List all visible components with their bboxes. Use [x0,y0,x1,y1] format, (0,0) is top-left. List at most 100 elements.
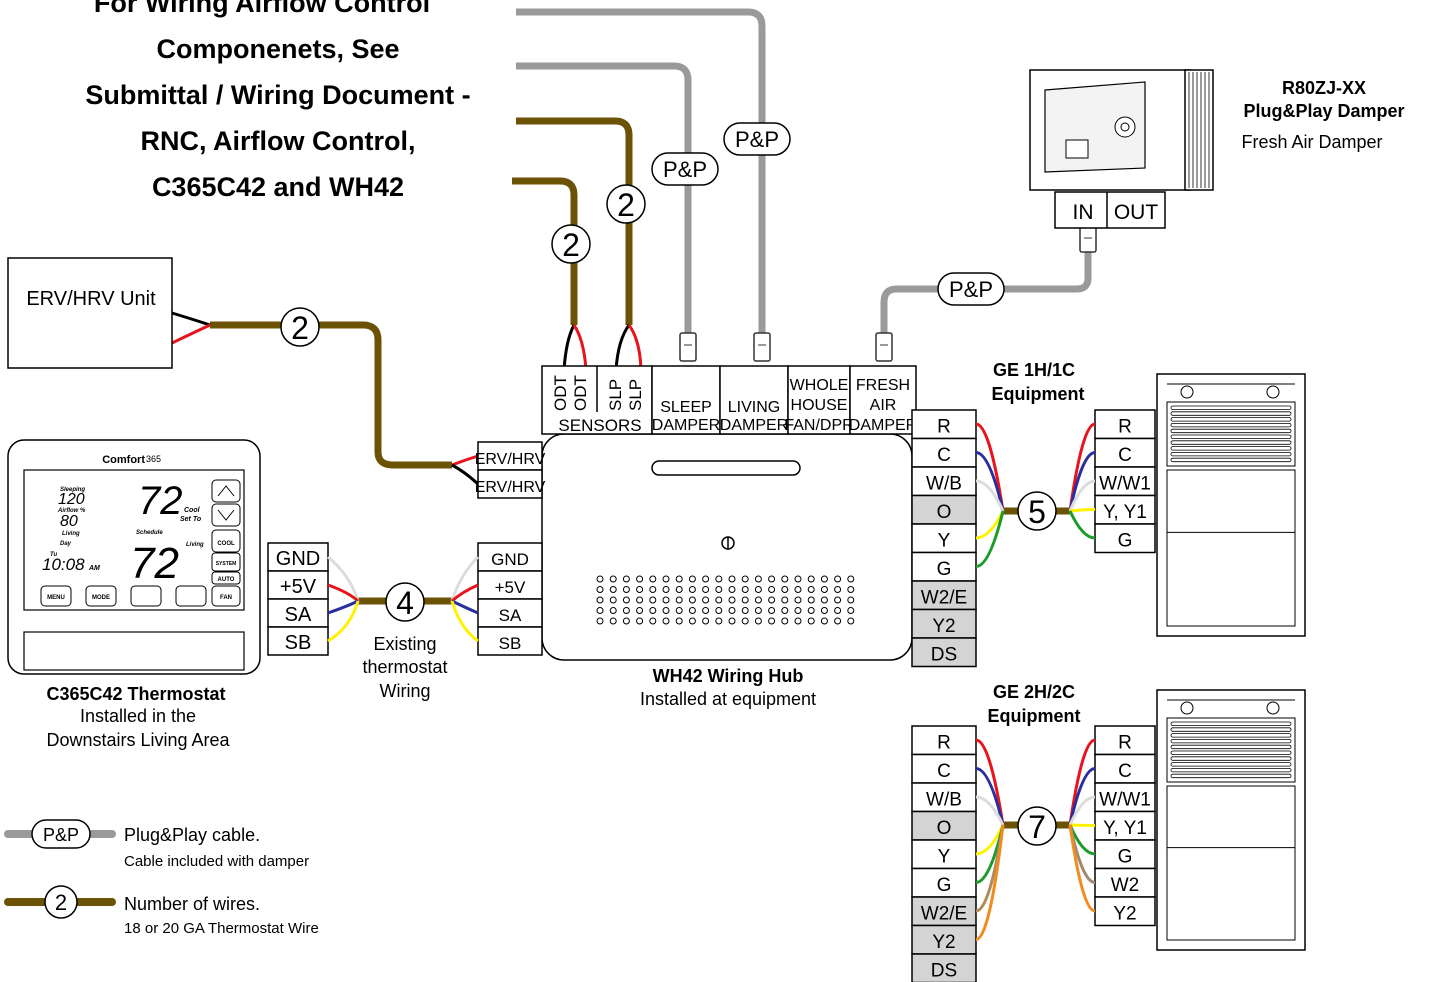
tstat-up-button[interactable] [211,479,241,503]
slp-label-1: SLP [606,379,625,411]
ge1-terminal-label: Y, Y1 [1103,502,1147,523]
vent-hole [675,607,683,614]
thermostat: Comfort 365 Sleeping 120 Airflow % 80 Li… [7,439,261,675]
tstat-time: 10:08 [42,555,85,574]
tstat-sa-terminal: SA [285,604,312,626]
tstat-ampm: AM [88,565,100,572]
tstat-mode-button[interactable] [85,585,117,607]
vent-hole [596,586,604,593]
ge2-hub-terminal-box [911,953,977,982]
vent-hole [847,575,855,583]
ge2-terminal-label: C [1118,761,1132,782]
vent-hole [741,596,749,604]
ge1-terminal-label: W/W1 [1099,474,1151,495]
vent-hole [609,617,617,625]
vent-hole [820,575,828,583]
erv-unit-label: ERV/HRV Unit [26,288,156,310]
fresh-air-damper: IN OUT [1029,69,1214,229]
svg-text:AUTO: AUTO [218,577,235,583]
ge1-terminal-box [1094,494,1156,525]
chevron-up-icon [217,485,235,497]
vent-hole [649,586,657,593]
sensors-label: SENSORS [558,416,641,435]
vent-hole [649,575,657,583]
hub-title: WH42 Wiring Hub [653,666,804,686]
vent-hole [622,575,630,583]
tstat-down-button[interactable] [211,503,241,527]
ge2-hub-terminal-label: R [937,733,951,754]
ge2-terminal-box [1094,725,1156,756]
vent-hole [636,617,644,625]
tstat-cool-button[interactable] [211,529,241,553]
hub-equip-terminal-label: O [937,502,952,523]
ge1-title-2: Equipment [992,384,1085,404]
tstat-system-button[interactable] [211,552,241,572]
ge2-hub-terminal-label: W2/E [921,904,967,925]
vent-hole [781,586,789,593]
tstat-airflow-label: Airflow % [57,508,86,514]
hub-equip-terminal-box [911,523,977,554]
ge1-terminal-label: C [1118,445,1132,466]
note-line-1: For Wiring Airflow Control [94,0,430,18]
hub-erv-terminal-2: ERV/HRV [475,479,546,496]
slp-wire-count-badge: 2 [606,184,646,224]
ge2-hub-terminal-label: DS [931,961,957,982]
hub-equip-terminal-label: Y [938,531,951,552]
odt-label-2: ODT [571,375,590,411]
vent-hole [662,586,670,593]
ge1-terminal-box [1094,409,1156,440]
vent-hole [662,575,670,583]
vent-hole [847,596,855,604]
hub-sa-terminal: SA [499,606,522,625]
hub-equip-terminal-label: W2/E [921,588,967,609]
legend-wire-badge: 2 [55,890,67,915]
vent-hole [728,575,736,583]
tstat-auto-button[interactable] [211,571,241,585]
vent-hole [820,607,828,614]
chevron-down-icon [217,509,235,521]
vent-hole [715,617,723,625]
tstat-day-label: Day [60,541,72,547]
existing-label-3: Wiring [379,681,430,701]
vent-hole [728,596,736,604]
vent-hole [675,575,683,583]
ge1-terminal-box [1094,523,1156,554]
vent-hole [715,586,723,593]
hub-equip-terminal-box [911,637,977,668]
fresh-pp-badge: P&P [937,272,1005,306]
vent-hole [662,617,670,625]
erv-unit-box [7,257,173,369]
vent-hole [741,575,749,583]
vent-hole [768,607,776,614]
vent-hole [702,607,710,614]
ge2-terminal-box [1094,839,1156,870]
ge2-hub-terminal-label: Y2 [932,932,955,953]
legend-wire-sub: 18 or 20 GA Thermostat Wire [124,920,319,937]
legend-pp-text: Plug&Play cable. [124,825,260,845]
tstat-menu-button[interactable] [40,585,72,607]
legend-pp-sub: Cable included with damper [124,853,309,870]
vent-hole [741,617,749,625]
damper-in-label: IN [1073,201,1094,224]
slp-label-2: SLP [626,379,645,411]
ge2-terminal-label: W2 [1111,875,1140,896]
svg-text:P&P: P&P [663,157,707,182]
tstat-schedule-label: Schedule [136,530,163,536]
sleep-damper-label-2: DAMPER [652,417,720,434]
ge2-hub-terminal-label: G [937,875,952,896]
existing-wire-count-badge: 4 [385,582,425,622]
vent-hole [794,596,802,604]
ge2-terminal-label: Y, Y1 [1103,818,1147,839]
erv-wire-cable [210,321,452,469]
tstat-living-zone-label: Living [186,542,204,548]
vent-hole [688,575,696,583]
vent-hole [636,586,644,593]
tstat-fan-button[interactable] [211,585,241,607]
tstat-blank-button-2[interactable] [175,585,207,607]
tstat-blank-button-1[interactable] [130,585,162,607]
vent-hole [834,575,842,583]
vent-hole [820,617,828,625]
existing-label-1: Existing [373,634,436,654]
vent-hole [662,607,670,614]
